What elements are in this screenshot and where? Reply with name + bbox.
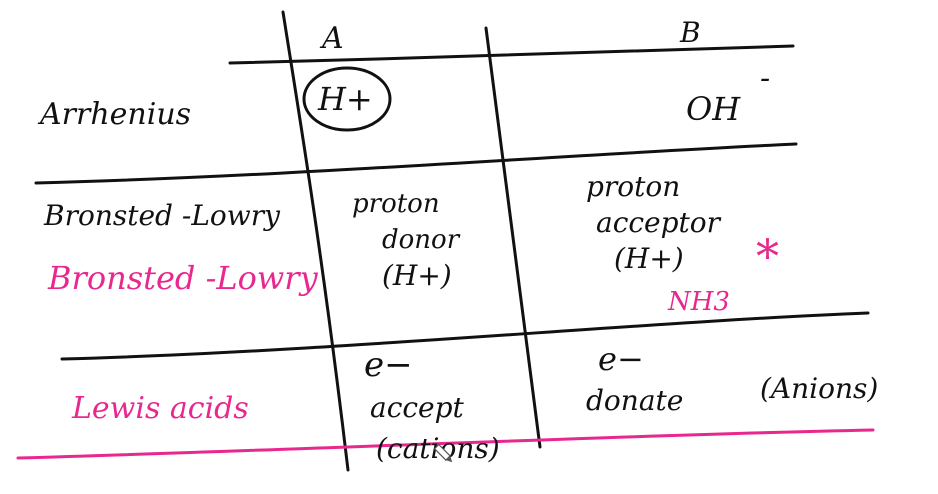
bronsted-base-mark: * — [756, 229, 779, 283]
row-rule-1 — [34, 142, 798, 185]
header-rule — [228, 44, 795, 65]
bottom-rule-pink — [16, 428, 875, 460]
arrhenius-acid-h-plus: H+ — [317, 80, 373, 118]
bronsted-base-example: NH3 — [667, 287, 730, 317]
hplus-circle — [302, 66, 392, 132]
row-label-lewis-acids: Lewis acids — [71, 391, 249, 426]
row-rule-2 — [60, 311, 870, 361]
column-divider-2 — [484, 26, 542, 449]
column-divider-1 — [281, 10, 350, 472]
pen-cursor-icon — [433, 443, 453, 463]
column-header-a: A — [319, 21, 344, 56]
bronsted-base-line3: (H+) — [614, 242, 684, 275]
lewis-base-anions: (Anions) — [760, 372, 878, 405]
row-label-bronsted-lowry: Bronsted -Lowry — [43, 199, 281, 232]
bronsted-acid-line3: (H+) — [382, 259, 452, 292]
bronsted-acid-line1: proton — [352, 189, 440, 219]
bronsted-base-line1: proton — [586, 170, 680, 203]
lewis-acid-accept: accept — [370, 391, 465, 424]
column-header-b: B — [679, 16, 701, 49]
lewis-base-donate: donate — [586, 384, 683, 417]
arrhenius-base-oh: OH — [686, 90, 741, 128]
lewis-base-electron: e− — [598, 340, 644, 378]
row-label-arrhenius: Arrhenius — [37, 97, 191, 132]
bronsted-base-line2: acceptor — [596, 206, 722, 239]
lewis-acid-electron: e− — [364, 345, 413, 385]
arrhenius-base-oh-charge: - — [760, 61, 770, 96]
bronsted-acid-line2: donor — [382, 225, 461, 255]
row-label-bronsted-lowry-pink: Bronsted -Lowry — [47, 259, 319, 297]
